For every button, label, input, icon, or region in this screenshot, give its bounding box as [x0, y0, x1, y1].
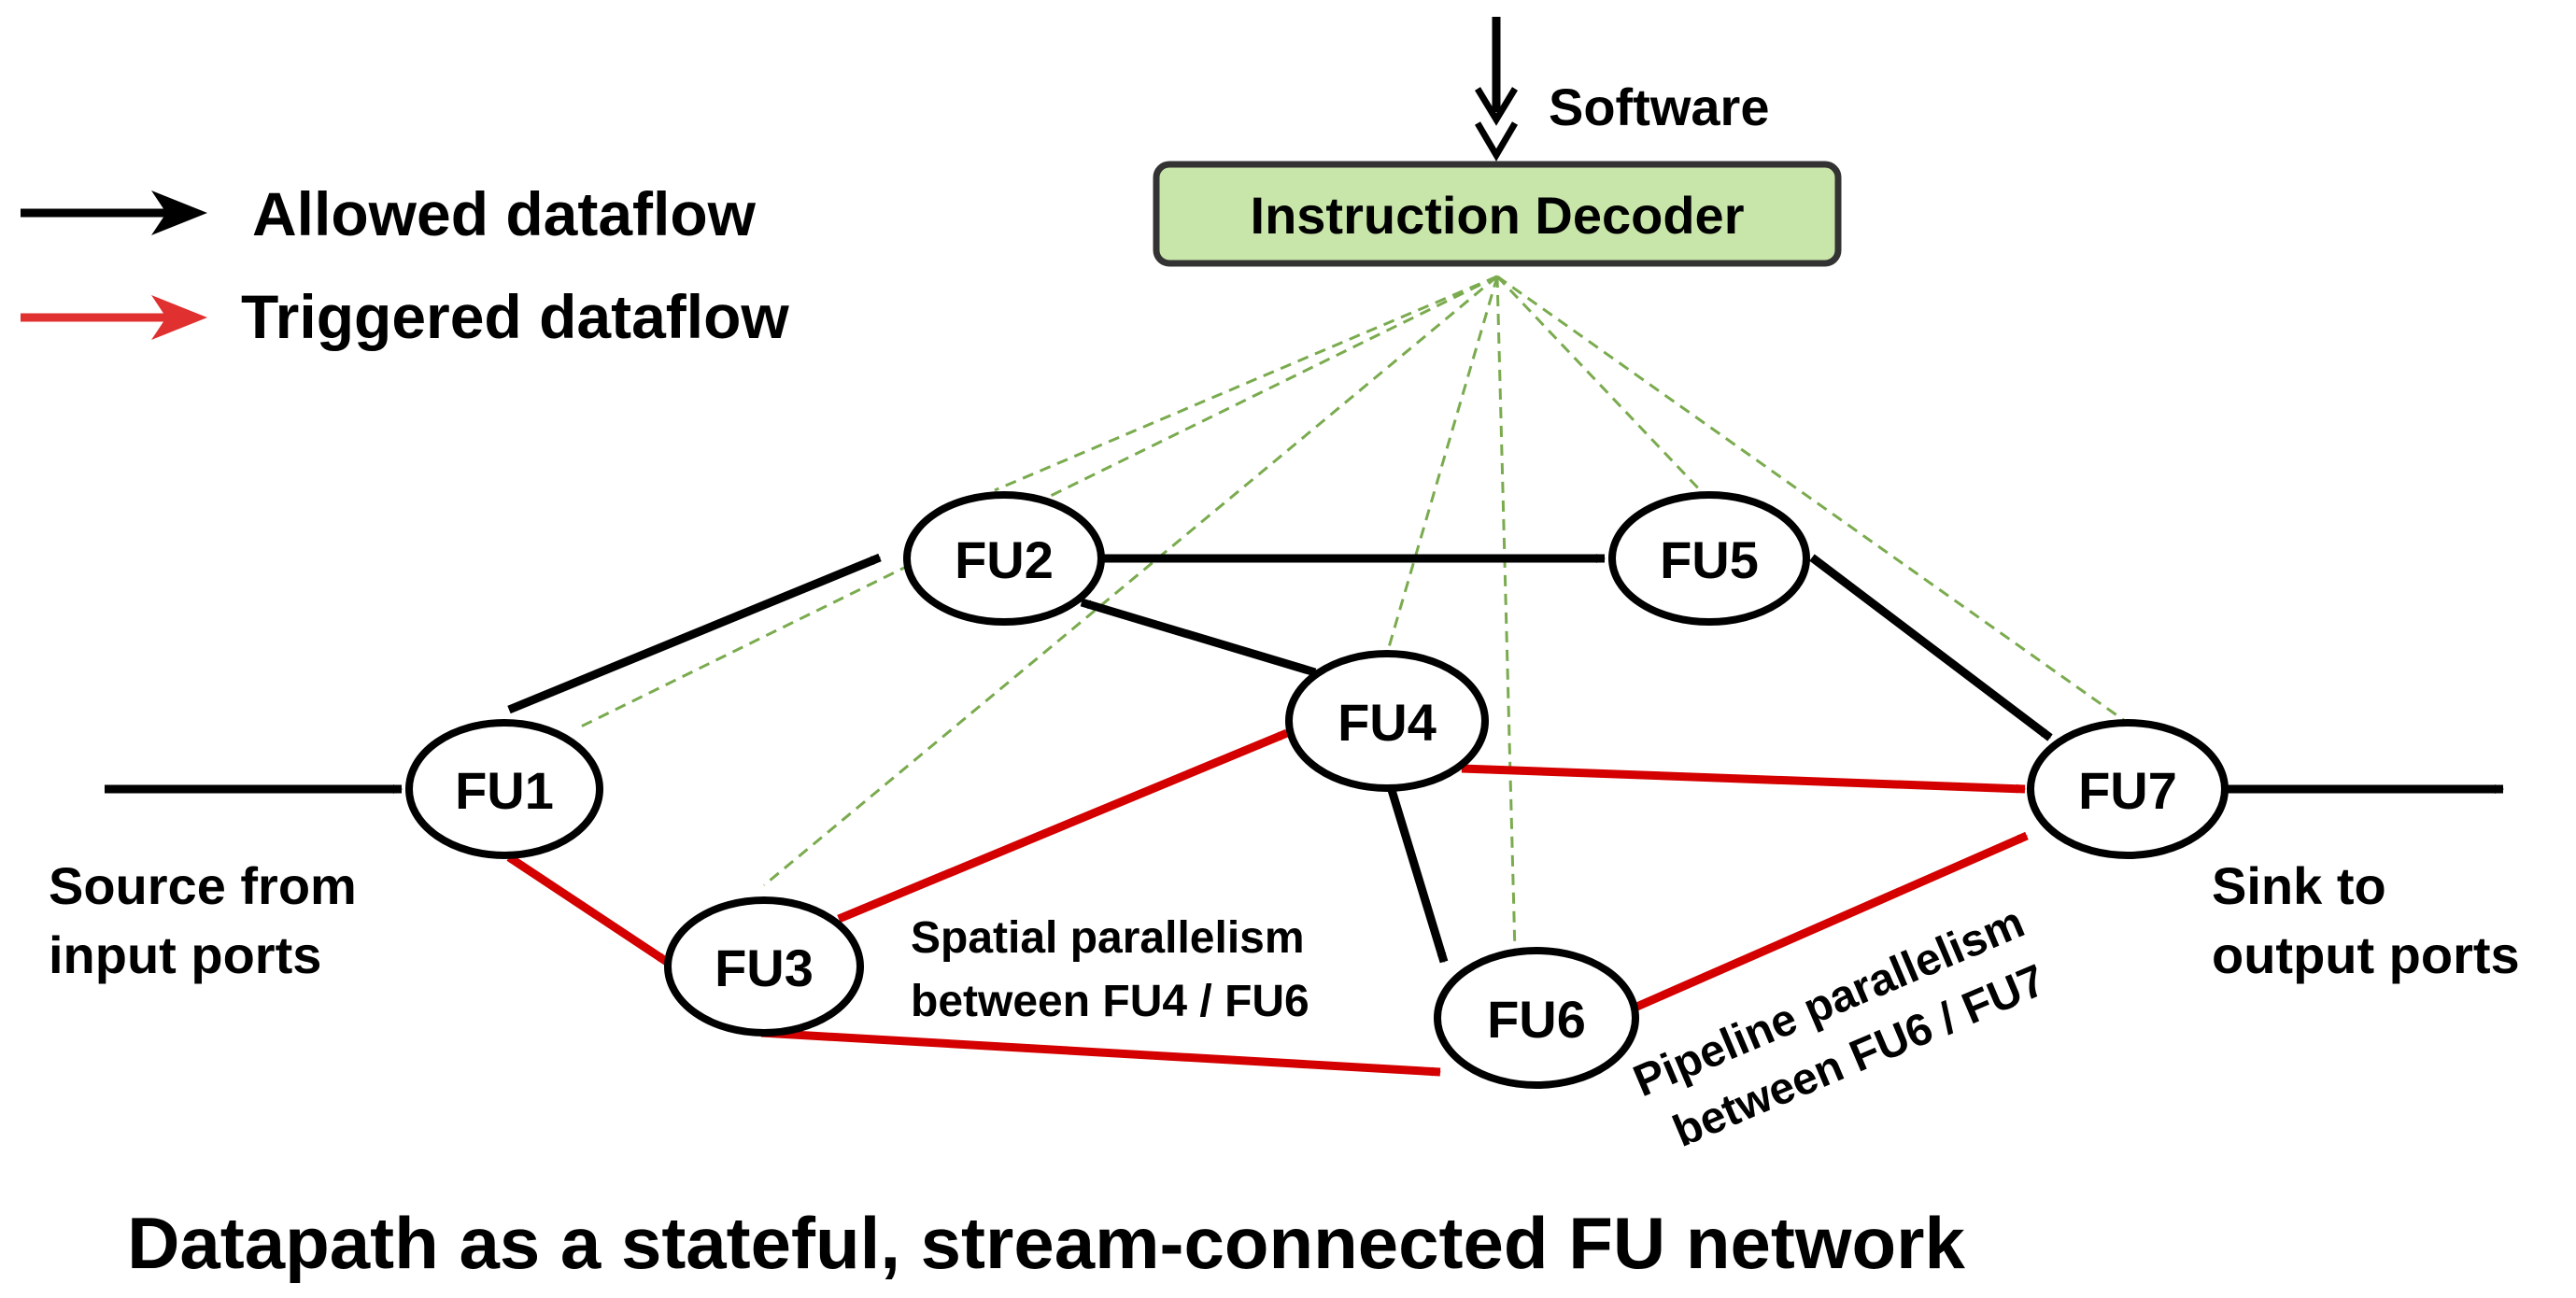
source-label-line2: input ports [49, 925, 321, 984]
control-line-fu4 [1385, 275, 1499, 655]
source-label-line1: Source from [49, 856, 357, 915]
edge-fu6-fu7 [1616, 831, 2029, 1020]
control-line-fu3 [763, 275, 1498, 887]
node-fu6-label: FU6 [1487, 990, 1586, 1049]
node-fu4: FU4 [1285, 650, 1489, 792]
node-fu2: FU2 [903, 491, 1105, 626]
node-fu5-label: FU5 [1660, 530, 1759, 589]
node-fu7-label: FU7 [2078, 761, 2177, 820]
fu-nodes: FU1 FU2 FU3 FU4 FU5 FU6 FU7 [405, 491, 2229, 1089]
edge-fu4-fu2 [1080, 598, 1317, 677]
pipeline-note: Pipeline parallelism between FU6 / FU7 [1627, 897, 2053, 1157]
sink-label-line2: output ports [2212, 925, 2520, 984]
legend-allowed-label: Allowed dataflow [252, 179, 757, 248]
legend-triggered-arrow [21, 295, 207, 340]
edge-fu4-fu6 [1387, 788, 1449, 964]
sink-label-line1: Sink to [2212, 856, 2386, 915]
control-line-fu5 [1495, 275, 1706, 497]
diagram-title: Datapath as a stateful, stream-connected… [127, 1202, 1965, 1284]
edge-fu1-fu3 [506, 854, 670, 966]
node-fu4-label: FU4 [1338, 693, 1437, 752]
edge-fu1-fu2 [507, 553, 882, 714]
node-fu1: FU1 [405, 719, 603, 859]
triggered-dataflow-edges [506, 728, 2029, 1077]
spatial-note-line1: Spatial parallelism [911, 913, 1305, 963]
node-fu7: FU7 [2027, 719, 2229, 859]
node-fu3: FU3 [664, 896, 864, 1037]
control-line-fu2 [994, 275, 1498, 492]
node-fu2-label: FU2 [955, 530, 1054, 589]
legend: Allowed dataflow Triggered dataflow [21, 179, 789, 351]
node-fu1-label: FU1 [455, 761, 554, 820]
node-fu3-label: FU3 [715, 938, 814, 997]
instruction-decoder-box [1153, 161, 1842, 267]
node-fu6: FU6 [1434, 947, 1639, 1089]
legend-triggered-label: Triggered dataflow [241, 282, 789, 351]
allowed-dataflow-edges [105, 553, 2504, 964]
edge-fu5-fu7 [1809, 554, 2053, 741]
software-label: Software [1549, 78, 1770, 136]
legend-allowed-arrow [21, 190, 207, 235]
edge-fu4-fu7 [1461, 764, 2026, 794]
node-fu5: FU5 [1608, 491, 1810, 626]
edge-fu3-fu6 [760, 1028, 1441, 1077]
spatial-note-line2: between FU4 / FU6 [911, 977, 1309, 1026]
control-line-fu7 [1496, 275, 2126, 723]
software-input-arrow [1474, 17, 1519, 162]
edge-fu3-fu4 [837, 728, 1289, 924]
instruction-decoder-label: Instruction Decoder [1251, 186, 1745, 245]
control-line-fu6 [1495, 275, 1517, 953]
